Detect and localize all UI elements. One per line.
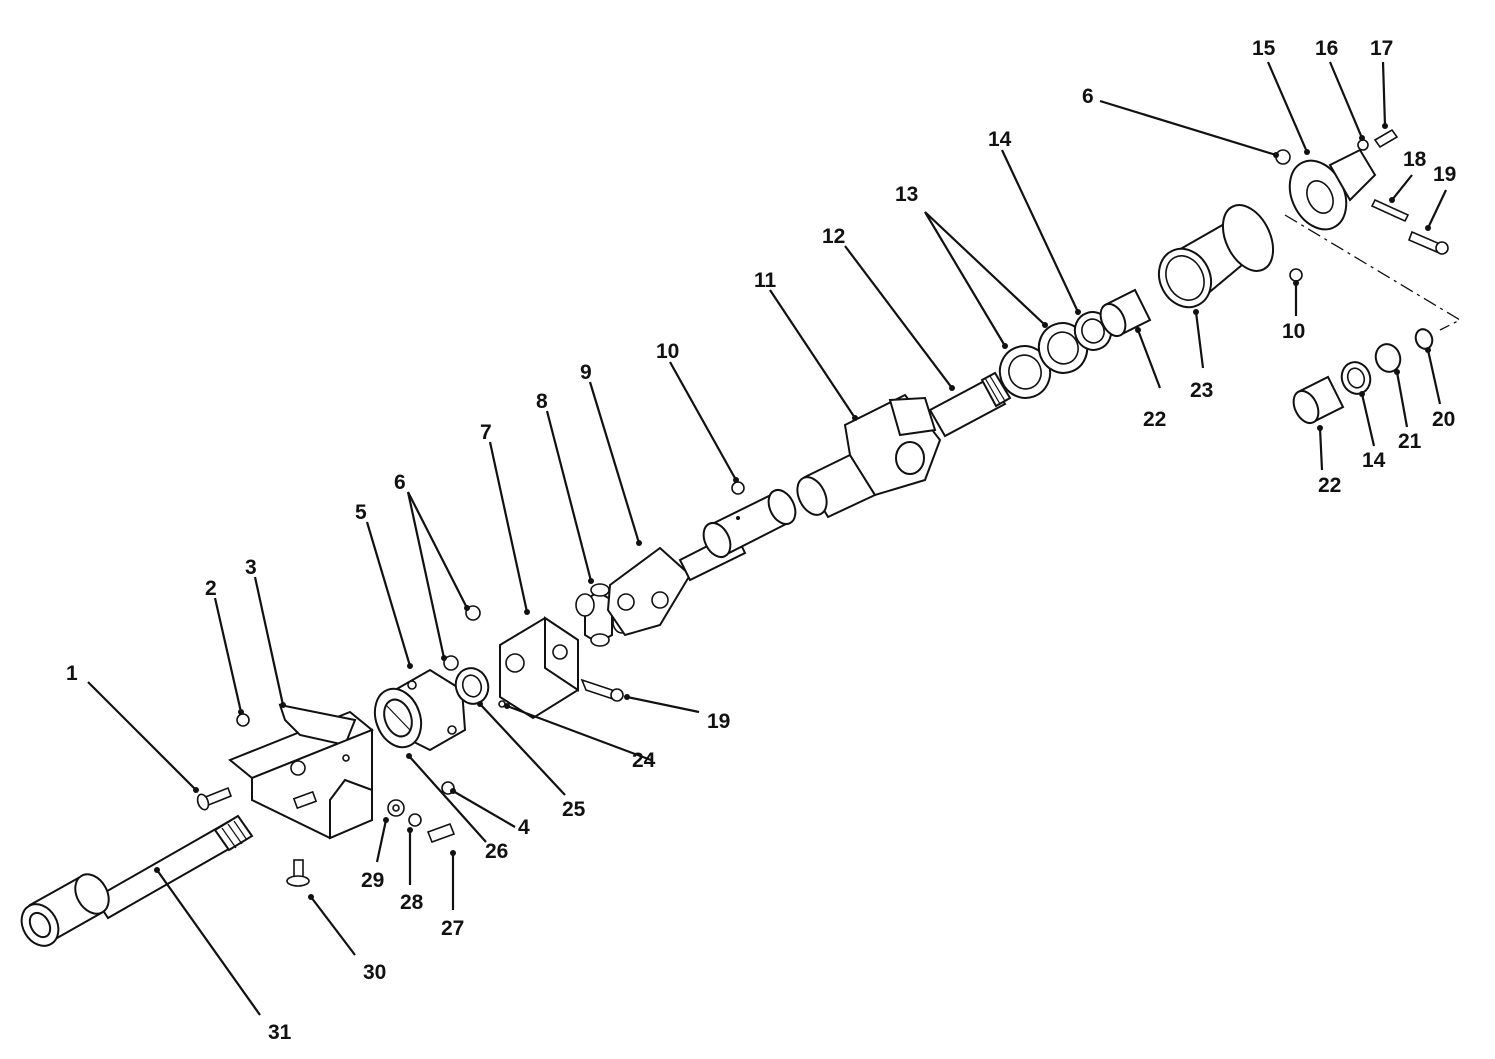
flange-housing [373,668,467,752]
callout-23: 23 [1190,379,1213,402]
callout-31: 31 [268,1021,292,1044]
phantom-line [1284,214,1462,331]
inner-shaft [928,371,1012,438]
bolt-27 [426,822,456,844]
mounting-bracket [228,703,374,840]
nut-6-lower [443,655,459,671]
callout-17: 17 [1370,37,1393,60]
lockwasher-16 [1357,139,1369,151]
housing-tube [1157,204,1275,309]
callout-20: 20 [1432,408,1455,431]
leader-lines [87,61,1447,1016]
callout-24: 24 [632,749,656,772]
grease-fitting-right [1289,268,1303,282]
callout-26: 26 [485,840,508,863]
bushing-lower [1292,375,1345,425]
splined-shaft [20,814,254,947]
callout-22-lower: 22 [1318,474,1341,497]
callout-29: 29 [361,869,384,892]
callout-2: 2 [205,577,217,600]
parts-artwork [20,128,1462,947]
callout-18: 18 [1403,148,1427,171]
lockwasher-28 [408,813,422,827]
lower-tube [702,488,797,559]
upper-flange [1288,148,1377,231]
bolt-17 [1373,128,1399,149]
callout-16: 16 [1315,37,1338,60]
grease-fitting-left [731,481,745,495]
callout-8: 8 [536,390,548,413]
callout-19-left: 19 [707,710,730,733]
callout-6-left: 6 [394,471,406,494]
callout-4: 4 [518,816,530,839]
bushing-upper [1099,288,1152,338]
callout-28: 28 [400,891,424,914]
carriage-bolt-lower [286,859,310,887]
snap-ring-21 [1374,343,1402,373]
callout-27: 27 [441,917,464,940]
callout-1: 1 [66,662,78,685]
callout-14-upper: 14 [988,128,1012,151]
callout-15: 15 [1252,37,1276,60]
yoke [499,616,579,720]
callout-5: 5 [355,501,367,524]
callout-labels: 1 2 3 4 5 6 6 7 8 9 10 10 11 12 13 14 14… [66,37,1456,1044]
u-joint-assembly [796,393,942,519]
callout-14-lower: 14 [1362,449,1386,472]
callout-10-right: 10 [1282,320,1305,343]
washer-2 [236,713,250,727]
callout-11: 11 [754,269,777,292]
callout-9: 9 [580,361,592,384]
pin-18 [1370,198,1410,223]
callout-6-right: 6 [1082,85,1094,108]
callout-30: 30 [363,961,386,984]
callout-13: 13 [895,183,918,206]
ring-20 [1414,328,1434,350]
callout-22-upper: 22 [1143,408,1166,431]
callout-25: 25 [562,798,586,821]
callout-21: 21 [1398,430,1422,453]
callout-19-right: 19 [1433,163,1456,186]
callout-7: 7 [480,421,492,444]
callout-3: 3 [245,556,257,579]
callout-12: 12 [822,225,845,248]
callout-10-left: 10 [656,340,679,363]
